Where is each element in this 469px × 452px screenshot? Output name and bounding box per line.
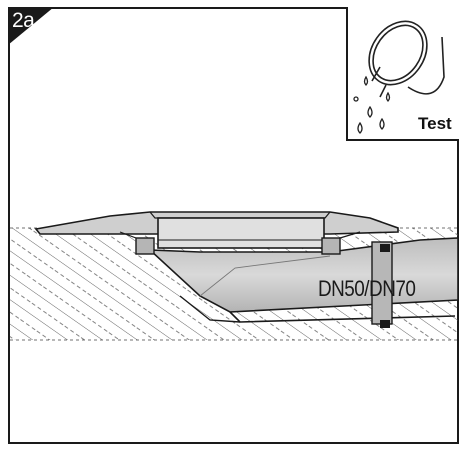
test-inset	[346, 7, 459, 141]
step-tab	[8, 7, 54, 45]
bucket-pouring-water-icon	[353, 20, 445, 134]
step-label: 2a	[12, 9, 35, 32]
drain-body	[34, 211, 399, 255]
pipe-size-label: DN50/DN70	[318, 276, 416, 301]
test-label: Test	[418, 114, 452, 133]
drain-pipe	[147, 237, 459, 328]
